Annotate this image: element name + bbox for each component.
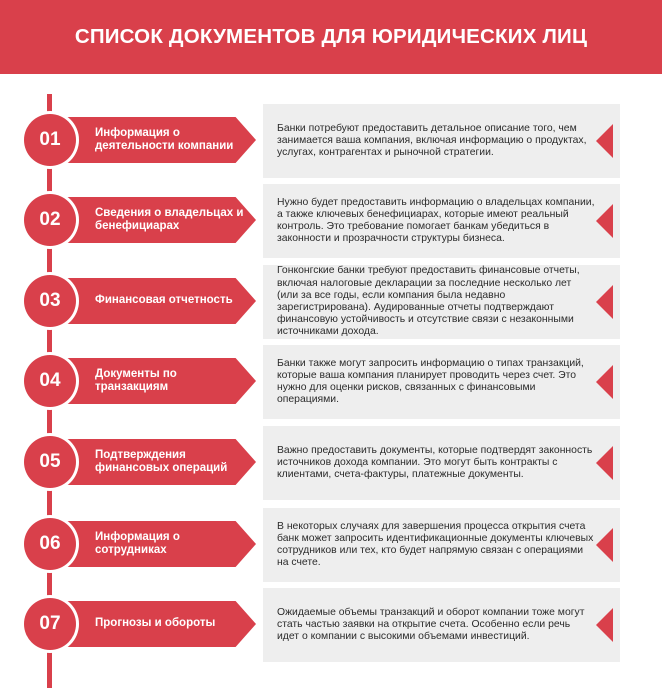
- step-label-arrow: [52, 197, 256, 243]
- step-label: Документы по транзакциям: [95, 367, 177, 394]
- description-box: [263, 426, 620, 500]
- step-number-badge: 01: [24, 114, 76, 166]
- step-label-arrow: [52, 521, 256, 567]
- header-banner: СПИСОК ДОКУМЕНТОВ ДЛЯ ЮРИДИЧЕСКИХ ЛИЦ: [0, 0, 662, 74]
- triangle-pointer-icon: [596, 528, 613, 562]
- step-description: В некоторых случаях для завершения проце…: [277, 520, 594, 569]
- description-box: [263, 508, 620, 582]
- list-item-01: 01 Информация о деятельности компании Ба…: [0, 101, 662, 181]
- triangle-pointer-icon: [596, 446, 613, 480]
- step-label: Информация о сотрудниках: [95, 530, 180, 557]
- step-label-arrow: [52, 601, 256, 647]
- list-item-07: 07 Прогнозы и обороты Ожидаемые объемы т…: [0, 585, 662, 665]
- description-box: [263, 265, 620, 339]
- step-description: Гонконгские банки требуют предоставить ф…: [277, 265, 580, 338]
- step-description: Нужно будет предоставить информацию о вл…: [277, 196, 595, 245]
- step-label-arrow: [52, 278, 256, 324]
- description-box: [263, 104, 620, 178]
- list-item-05: 05 Подтверждения финансовых операций Важ…: [0, 423, 662, 503]
- triangle-pointer-icon: [596, 608, 613, 642]
- description-box: [263, 184, 620, 258]
- step-label: Прогнозы и обороты: [95, 617, 216, 630]
- list-item-04: 04 Документы по транзакциям Банки также …: [0, 342, 662, 422]
- step-label: Финансовая отчетность: [95, 294, 233, 307]
- step-label-arrow: [52, 439, 256, 485]
- triangle-pointer-icon: [596, 124, 613, 158]
- step-label-arrow: [52, 358, 256, 404]
- step-label: Подтверждения финансовых операций: [95, 448, 228, 475]
- step-number-badge: 02: [24, 194, 76, 246]
- page-title: СПИСОК ДОКУМЕНТОВ ДЛЯ ЮРИДИЧЕСКИХ ЛИЦ: [74, 25, 588, 48]
- step-description: Банки также могут запросить информацию о…: [277, 357, 584, 406]
- step-number-badge: 03: [24, 275, 76, 327]
- list-item-03: 03 Финансовая отчетность Гонконгские бан…: [0, 262, 662, 342]
- step-number-badge: 06: [24, 518, 76, 570]
- step-number-badge: 07: [24, 598, 76, 650]
- list-item-02: 02 Сведения о владельцах и бенефициарах …: [0, 181, 662, 261]
- step-label: Сведения о владельцах и бенефициарах: [95, 206, 244, 233]
- description-box: [263, 588, 620, 662]
- triangle-pointer-icon: [596, 365, 613, 399]
- step-label: Информация о деятельности компании: [95, 126, 234, 153]
- step-description: Важно предоставить документы, которые по…: [277, 444, 593, 481]
- triangle-pointer-icon: [596, 204, 613, 238]
- step-description: Банки потребуют предоставить детальное о…: [277, 122, 587, 159]
- list-item-06: 06 Информация о сотрудниках В некоторых …: [0, 505, 662, 585]
- triangle-pointer-icon: [596, 285, 613, 319]
- step-number-badge: 04: [24, 355, 76, 407]
- step-label-arrow: [52, 117, 256, 163]
- description-box: [263, 345, 620, 419]
- step-number-badge: 05: [24, 436, 76, 488]
- step-description: Ожидаемые объемы транзакций и оборот ком…: [277, 606, 585, 643]
